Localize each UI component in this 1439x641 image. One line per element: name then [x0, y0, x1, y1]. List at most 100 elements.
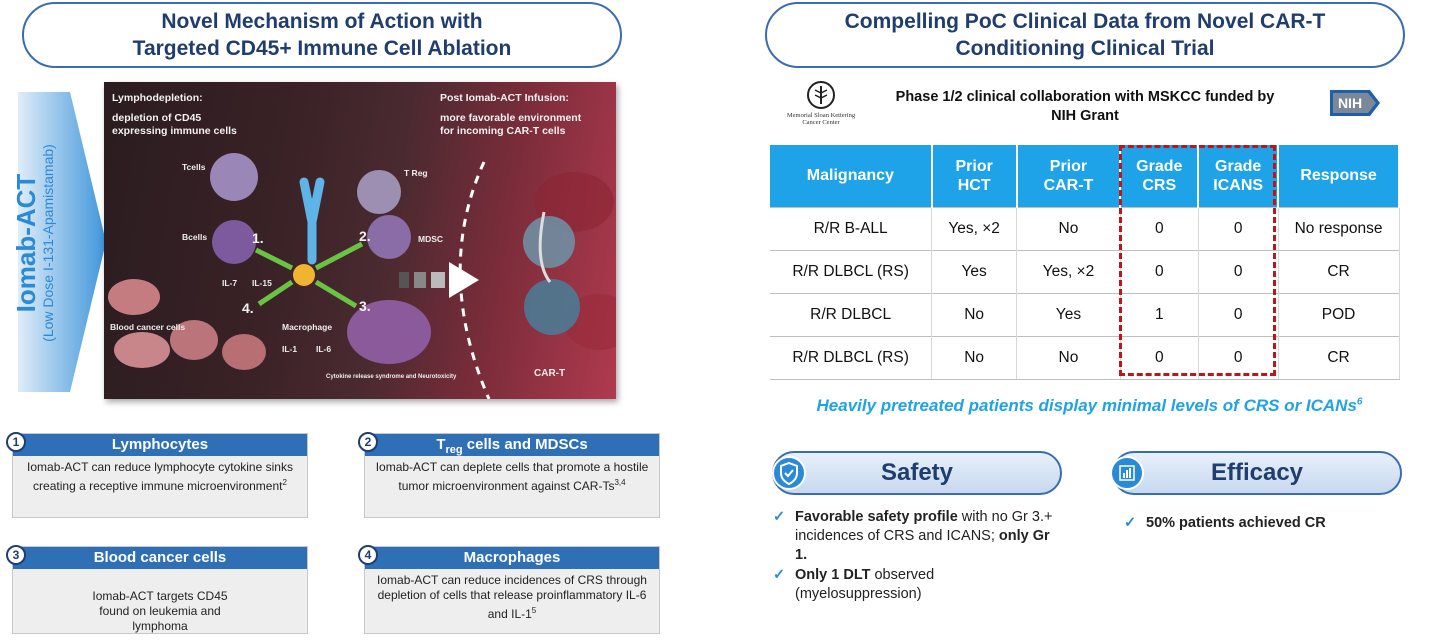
- il15-label: IL-15: [252, 278, 272, 288]
- mdsc-label: MDSC: [418, 234, 444, 244]
- efficacy-bullets: ✓50% patients achieved CR: [1124, 514, 1404, 534]
- table-cell: No response: [1278, 206, 1400, 250]
- left-title-line1: Novel Mechanism of Action with: [161, 10, 483, 33]
- bcells-label: Bcells: [182, 232, 208, 242]
- collaboration-line2: NIH Grant: [1051, 108, 1119, 124]
- box-treg-mdsc-title: Treg cells and MDSCs: [365, 434, 659, 456]
- box-lymphocytes-title: Lymphocytes: [13, 434, 307, 456]
- nih-text: NIH: [1338, 95, 1362, 111]
- side-label-main: Iomab-ACT: [11, 173, 41, 313]
- safety-banner: Safety: [772, 451, 1062, 495]
- tcells-label: Tcells: [182, 162, 206, 172]
- left-title: Novel Mechanism of Action with Targeted …: [22, 2, 622, 68]
- left-title-line2: Targeted CD45+ Immune Cell Ablation: [132, 37, 512, 60]
- table-row: R/R DLBCL No Yes 1 0 POD: [770, 292, 1400, 336]
- il6-label: IL-6: [316, 344, 332, 354]
- box-number-2: 2: [358, 432, 378, 452]
- cytokine-note: Cytokine release syndrome and Neurotoxic…: [326, 374, 457, 380]
- mskcc-seal-icon: [807, 81, 835, 109]
- box-lymphocytes: Lymphocytes Iomab-ACT can reduce lymphoc…: [12, 433, 308, 518]
- chevron-arrow-icon: [18, 92, 106, 392]
- step-4: 4.: [242, 300, 254, 316]
- box-blood-cancer-body: Iomab-ACT targets CD45 found on leukemia…: [92, 589, 228, 633]
- table-cell: No: [931, 335, 1018, 380]
- mskcc-name-2: Cancer Center: [802, 119, 840, 126]
- step-2: 2.: [359, 228, 371, 244]
- right-title: Compelling PoC Clinical Data from Novel …: [765, 2, 1405, 68]
- safety-label: Safety: [880, 459, 954, 486]
- post-infusion-head: Post Iomab-ACT Infusion:: [440, 92, 569, 104]
- table-cell: 0: [1198, 335, 1279, 380]
- blood-cancer-label: Blood cancer cells: [110, 322, 186, 332]
- table-cell: No: [931, 292, 1018, 336]
- table-cell: Yes, ×2: [931, 206, 1018, 250]
- box-blood-cancer-title: Blood cancer cells: [13, 547, 307, 569]
- table-cell: R/R B-ALL: [770, 206, 933, 250]
- macrophage-label: Macrophage: [282, 322, 333, 332]
- header-malignancy: Malignancy: [770, 145, 933, 207]
- table-cell: CR: [1278, 249, 1400, 293]
- step-1: 1.: [252, 230, 264, 246]
- table-cell: Yes, ×2: [1016, 249, 1121, 293]
- box-macrophages-title: Macrophages: [365, 547, 659, 569]
- table-cell: R/R DLBCL: [770, 292, 933, 336]
- table-cell: 0: [1120, 206, 1199, 250]
- efficacy-bullet-1: ✓50% patients achieved CR: [1124, 515, 1326, 531]
- table-cell: No: [1016, 335, 1121, 380]
- efficacy-label: Efficacy: [1210, 459, 1304, 486]
- box-number-3: 3: [6, 545, 26, 565]
- bar-chart-icon: [1110, 456, 1144, 490]
- table-cell: 1: [1120, 292, 1199, 336]
- table-cell: CR: [1278, 335, 1400, 380]
- mskcc-logo: Memorial Sloan Kettering Cancer Center: [782, 80, 860, 132]
- mskcc-name-1: Memorial Sloan Kettering: [786, 112, 856, 119]
- table-cell: No: [1016, 206, 1121, 250]
- side-label-sub: (Low Dose I-131-Apamistamab): [40, 144, 56, 342]
- shield-icon: [772, 456, 806, 490]
- table-cell: 0: [1198, 206, 1279, 250]
- lymphodepletion-head: Lymphodepletion:: [112, 92, 203, 104]
- box-blood-cancer: Blood cancer cells Iomab-ACT targets CD4…: [12, 546, 308, 634]
- side-label: Iomab-ACT (Low Dose I-131-Apamistamab): [11, 113, 68, 373]
- mechanism-illustration: Lymphodepletion: depletion of CD45 expre…: [104, 82, 616, 399]
- step-3: 3.: [359, 298, 371, 314]
- box-number-4: 4: [358, 545, 378, 565]
- post-infusion-body-2: for incoming CAR-T cells: [440, 125, 566, 137]
- table-row: R/R B-ALL Yes, ×2 No 0 0 No response: [770, 206, 1400, 250]
- table-cell: Yes: [1016, 292, 1121, 336]
- table-row: R/R DLBCL (RS) No No 0 0 CR: [770, 335, 1400, 380]
- safety-bullet-2: ✓Only 1 DLT observed (myelosuppression): [773, 567, 935, 602]
- collaboration-text: Phase 1/2 clinical collaboration with MS…: [860, 88, 1310, 126]
- box-macrophages-body: Iomab-ACT can reduce incidences of CRS t…: [377, 573, 647, 621]
- collaboration-line1: Phase 1/2 clinical collaboration with MS…: [895, 89, 1275, 105]
- header-response: Response: [1278, 145, 1400, 207]
- table-cell: 0: [1198, 249, 1279, 293]
- safety-bullets: ✓Favorable safety profile with no Gr 3.+…: [773, 508, 1063, 605]
- nih-logo-icon: NIH: [1330, 90, 1380, 116]
- grade-highlight-box: [1119, 145, 1276, 376]
- lymphodepletion-body-1: depletion of CD45: [112, 112, 202, 124]
- table-cell: R/R DLBCL (RS): [770, 249, 933, 293]
- table-cell: R/R DLBCL (RS): [770, 335, 933, 380]
- box-number-1: 1: [6, 432, 26, 452]
- table-cell: 0: [1120, 249, 1199, 293]
- right-title-line2: Conditioning Clinical Trial: [955, 37, 1215, 60]
- table-row: R/R DLBCL (RS) Yes Yes, ×2 0 0 CR: [770, 249, 1400, 293]
- lymphodepletion-body-2: expressing immune cells: [112, 125, 237, 137]
- treg-label: T Reg: [404, 168, 428, 178]
- efficacy-banner: Efficacy: [1112, 451, 1402, 495]
- table-cell: 0: [1120, 335, 1199, 380]
- post-infusion-body-1: more favorable environment: [440, 112, 582, 124]
- box-lymphocytes-body: Iomab-ACT can reduce lymphocyte cytokine…: [27, 460, 293, 493]
- safety-bullet-1: ✓Favorable safety profile with no Gr 3.+…: [773, 509, 1053, 563]
- right-title-line1: Compelling PoC Clinical Data from Novel …: [844, 10, 1326, 33]
- box-treg-mdsc: Treg cells and MDSCs Iomab-ACT can deple…: [364, 433, 660, 518]
- table-cell: 0: [1198, 292, 1279, 336]
- table-cell: Yes: [931, 249, 1018, 293]
